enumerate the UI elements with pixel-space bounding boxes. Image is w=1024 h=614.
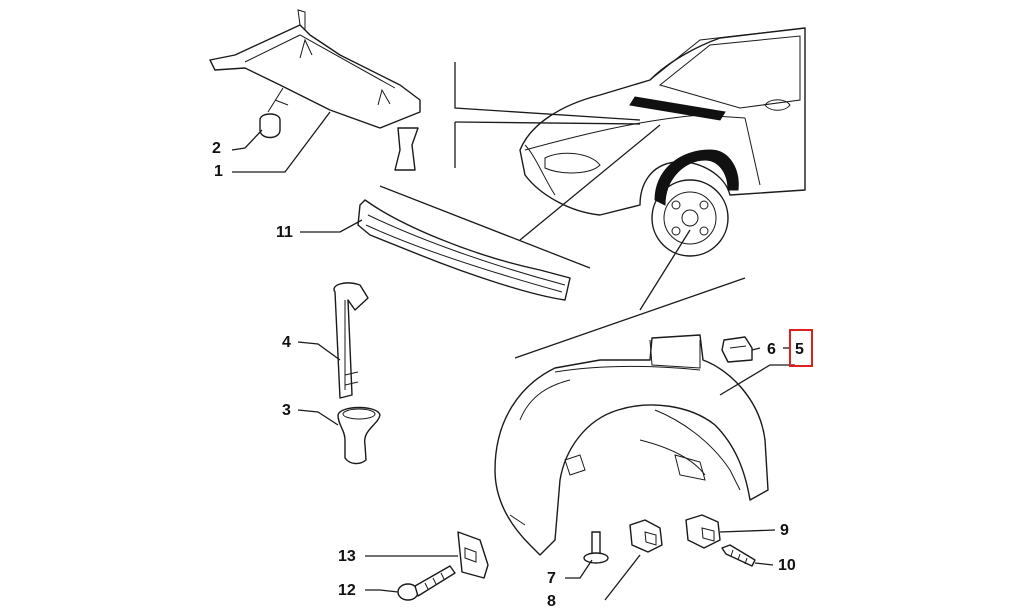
callout-7: 7 [547, 570, 556, 587]
callout-11: 11 [276, 224, 293, 241]
callout-12: 12 [338, 582, 356, 599]
part-7-bolt [583, 531, 609, 564]
callout-13: 13 [338, 548, 356, 565]
part-4-tube [333, 282, 369, 399]
part-13-bracket [457, 531, 489, 579]
callout-5-highlight [789, 329, 813, 367]
part-1-tray [209, 9, 421, 171]
part-5-wheel-arch-liner [494, 334, 769, 556]
part-11-seal [357, 199, 571, 301]
callout-5: 5 [795, 341, 804, 358]
car-illustration [519, 27, 806, 257]
callout-9: 9 [780, 522, 789, 539]
part-12-screw [397, 565, 456, 601]
frame-lines [379, 62, 746, 359]
part-9-clip [685, 514, 721, 549]
callout-4: 4 [282, 334, 291, 351]
part-3-grommet [337, 406, 381, 465]
callout-3: 3 [282, 402, 291, 419]
callout-6: 6 [767, 341, 776, 358]
callout-10: 10 [778, 557, 796, 574]
part-8-clip [629, 519, 663, 553]
callout-2: 2 [212, 140, 221, 157]
callout-1: 1 [214, 163, 223, 180]
part-2-clip [259, 87, 289, 139]
leader-lines [231, 111, 795, 601]
callout-8: 8 [547, 593, 556, 610]
part-6-clip [721, 336, 753, 363]
part-10-screw [721, 544, 756, 567]
